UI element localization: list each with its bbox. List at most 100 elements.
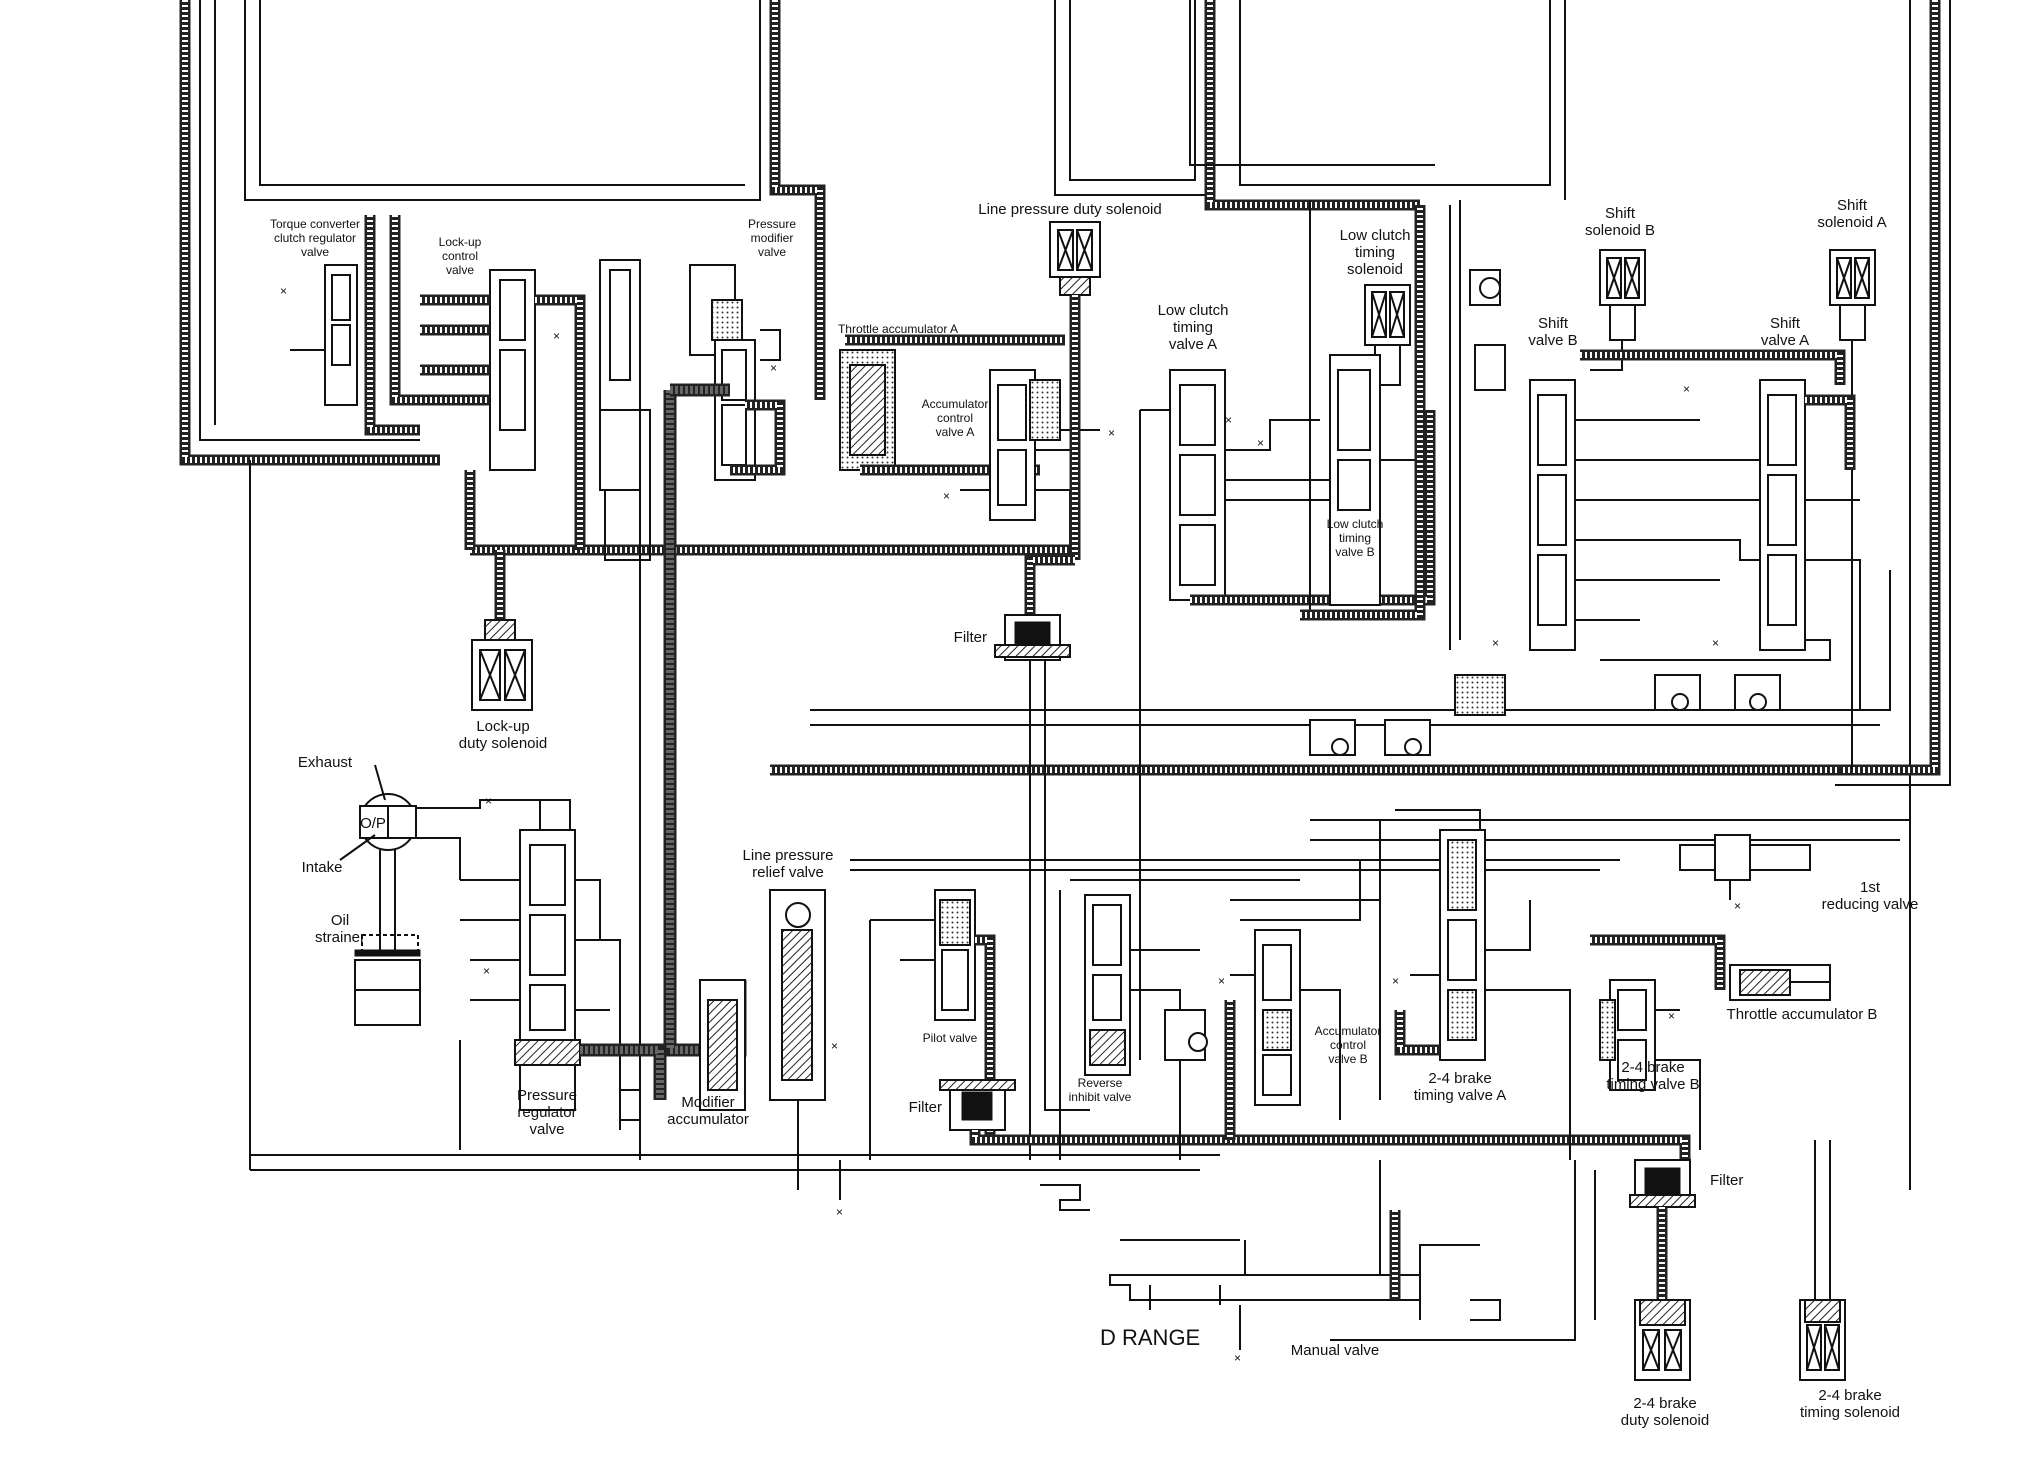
text-line: Lock-up [476,718,529,735]
brake-24-timing-valve-a: × [1379,809,1571,1160]
label-first-reducing-valve: 1st reducing valve [1822,879,1919,913]
label-pressure-regulator-valve: Pressure regulator valve [517,1087,577,1138]
text-line: regulator [517,1104,576,1121]
text-line: timing [1355,244,1395,261]
shift-valve-a: × [1600,379,1861,710]
oil-pump [339,764,571,1026]
label-d-range: D RANGE [1100,1325,1200,1350]
filter-3 [1620,1134,1696,1300]
modifier-accumulator [619,979,746,1121]
label-brake-24-duty-solenoid: 2-4 brake duty solenoid [1621,1395,1709,1429]
text-line: 2-4 brake [1428,1070,1491,1087]
svg-text:×: × [1218,974,1225,988]
text-line: 1st [1860,879,1881,896]
svg-text:×: × [1225,413,1232,427]
label-filter-3: Filter [1710,1172,1743,1189]
text-line: valve B [1328,1052,1367,1066]
label-lock-up-control-valve: Lock-up control valve [439,235,482,277]
text-line: Reverse [1078,1076,1123,1090]
filter-2 [939,1079,1040,1146]
text-line: Shift [1605,205,1636,222]
text-line: duty solenoid [459,735,547,752]
accumulator-control-valve-b: × [1218,860,1380,1140]
svg-text:×: × [483,964,490,978]
first-reducing-valve: × [1679,834,1811,913]
throttle-accumulator-b [1590,934,1831,1001]
label-exhaust: Exhaust [298,754,353,771]
text-line: Accumulator [1315,1024,1382,1038]
label-throttle-accumulator-a: Throttle accumulator A [838,322,958,336]
accumulator-control-valve-a: × × [943,369,1115,560]
label-accumulator-control-valve-b: Accumulator control valve B [1315,1024,1382,1066]
label-pilot-valve: Pilot valve [923,1031,978,1045]
label-op: O/P [360,815,386,832]
line-pressure-duty-solenoid [1024,221,1101,620]
text-line: Modifier [681,1094,734,1111]
torque-converter-clutch-regulator-valve: × [280,215,440,436]
text-line: valve [758,245,786,259]
pressure-modifier-valve: × [599,259,786,1160]
text-line: Low clutch [1158,302,1229,319]
brake-24-timing-valve-b: × [1599,979,1701,1150]
text-line: control [1330,1038,1366,1052]
brake-24-timing-solenoid [1799,1140,1846,1381]
text-line: Pressure [517,1087,577,1104]
text-line: Shift [1837,197,1868,214]
svg-text:×: × [1712,636,1719,650]
label-lock-up-duty-solenoid: Lock-up duty solenoid [459,718,547,752]
manual-valve: × [1040,1160,1596,1365]
text-line: Shift [1538,315,1569,332]
text-line: accumulator [667,1111,749,1128]
text-line: inhibit valve [1069,1090,1132,1104]
label-shift-valve-a: Shift valve A [1761,315,1809,349]
svg-text:×: × [831,1039,838,1053]
label-low-clutch-timing-valve-b: Low clutch timing valve B [1327,517,1384,559]
label-manual-valve: Manual valve [1291,1342,1379,1359]
label-reverse-inhibit-valve: Reverse inhibit valve [1069,1076,1132,1104]
check-balls [1309,674,1781,756]
label-torque-converter-clutch-regulator-valve: Torque converter clutch regulator valve [270,217,360,259]
text-line: solenoid [1347,261,1403,278]
label-brake-24-timing-solenoid: 2-4 brake timing solenoid [1800,1387,1900,1421]
text-line: valve A [1169,336,1217,353]
low-clutch-timing-valve-a: × × [1139,369,1436,1060]
text-line: timing [1339,531,1371,545]
label-low-clutch-timing-valve-a: Low clutch timing valve A [1158,302,1229,353]
text-line: duty solenoid [1621,1412,1709,1429]
label-line-pressure-duty-solenoid: Line pressure duty solenoid [978,201,1161,218]
text-line: Oil [331,912,349,929]
label-pressure-modifier-valve: Pressure modifier valve [748,217,796,259]
text-line: solenoid B [1585,222,1655,239]
text-line: valve [529,1121,564,1138]
text-line: solenoid A [1817,214,1886,231]
text-line: valve A [936,425,975,439]
svg-text:×: × [1492,636,1499,650]
label-line-pressure-relief-valve: Line pressure relief valve [743,847,834,881]
svg-text:×: × [1734,899,1741,913]
shift-solenoid-a [1829,249,1876,770]
filter-1 [994,614,1090,1160]
text-line: valve B [1335,545,1374,559]
text-line: Pressure [748,217,796,231]
text-line: Low clutch [1340,227,1411,244]
svg-text:×: × [280,284,287,298]
text-line: Torque converter [270,217,360,231]
label-throttle-accumulator-b: Throttle accumulator B [1727,1006,1878,1023]
svg-text:×: × [1683,382,1690,396]
label-shift-valve-b: Shift valve B [1528,315,1577,349]
text-line: 2-4 brake [1633,1395,1696,1412]
label-low-clutch-timing-solenoid: Low clutch timing solenoid [1340,227,1411,278]
brake-24-duty-solenoid [1634,1299,1691,1381]
text-line: valve A [1761,332,1809,349]
text-line: valve [301,245,329,259]
text-line: Lock-up [439,235,482,249]
label-modifier-accumulator: Modifier accumulator [667,1094,749,1128]
text-line: modifier [751,231,794,245]
label-filter-2: Filter [909,1099,942,1116]
text-line: clutch regulator [274,231,356,245]
shift-valve-b: × × [1492,349,1846,651]
low-clutch-timing-valve-b [1300,200,1506,650]
text-line: valve [446,263,474,277]
